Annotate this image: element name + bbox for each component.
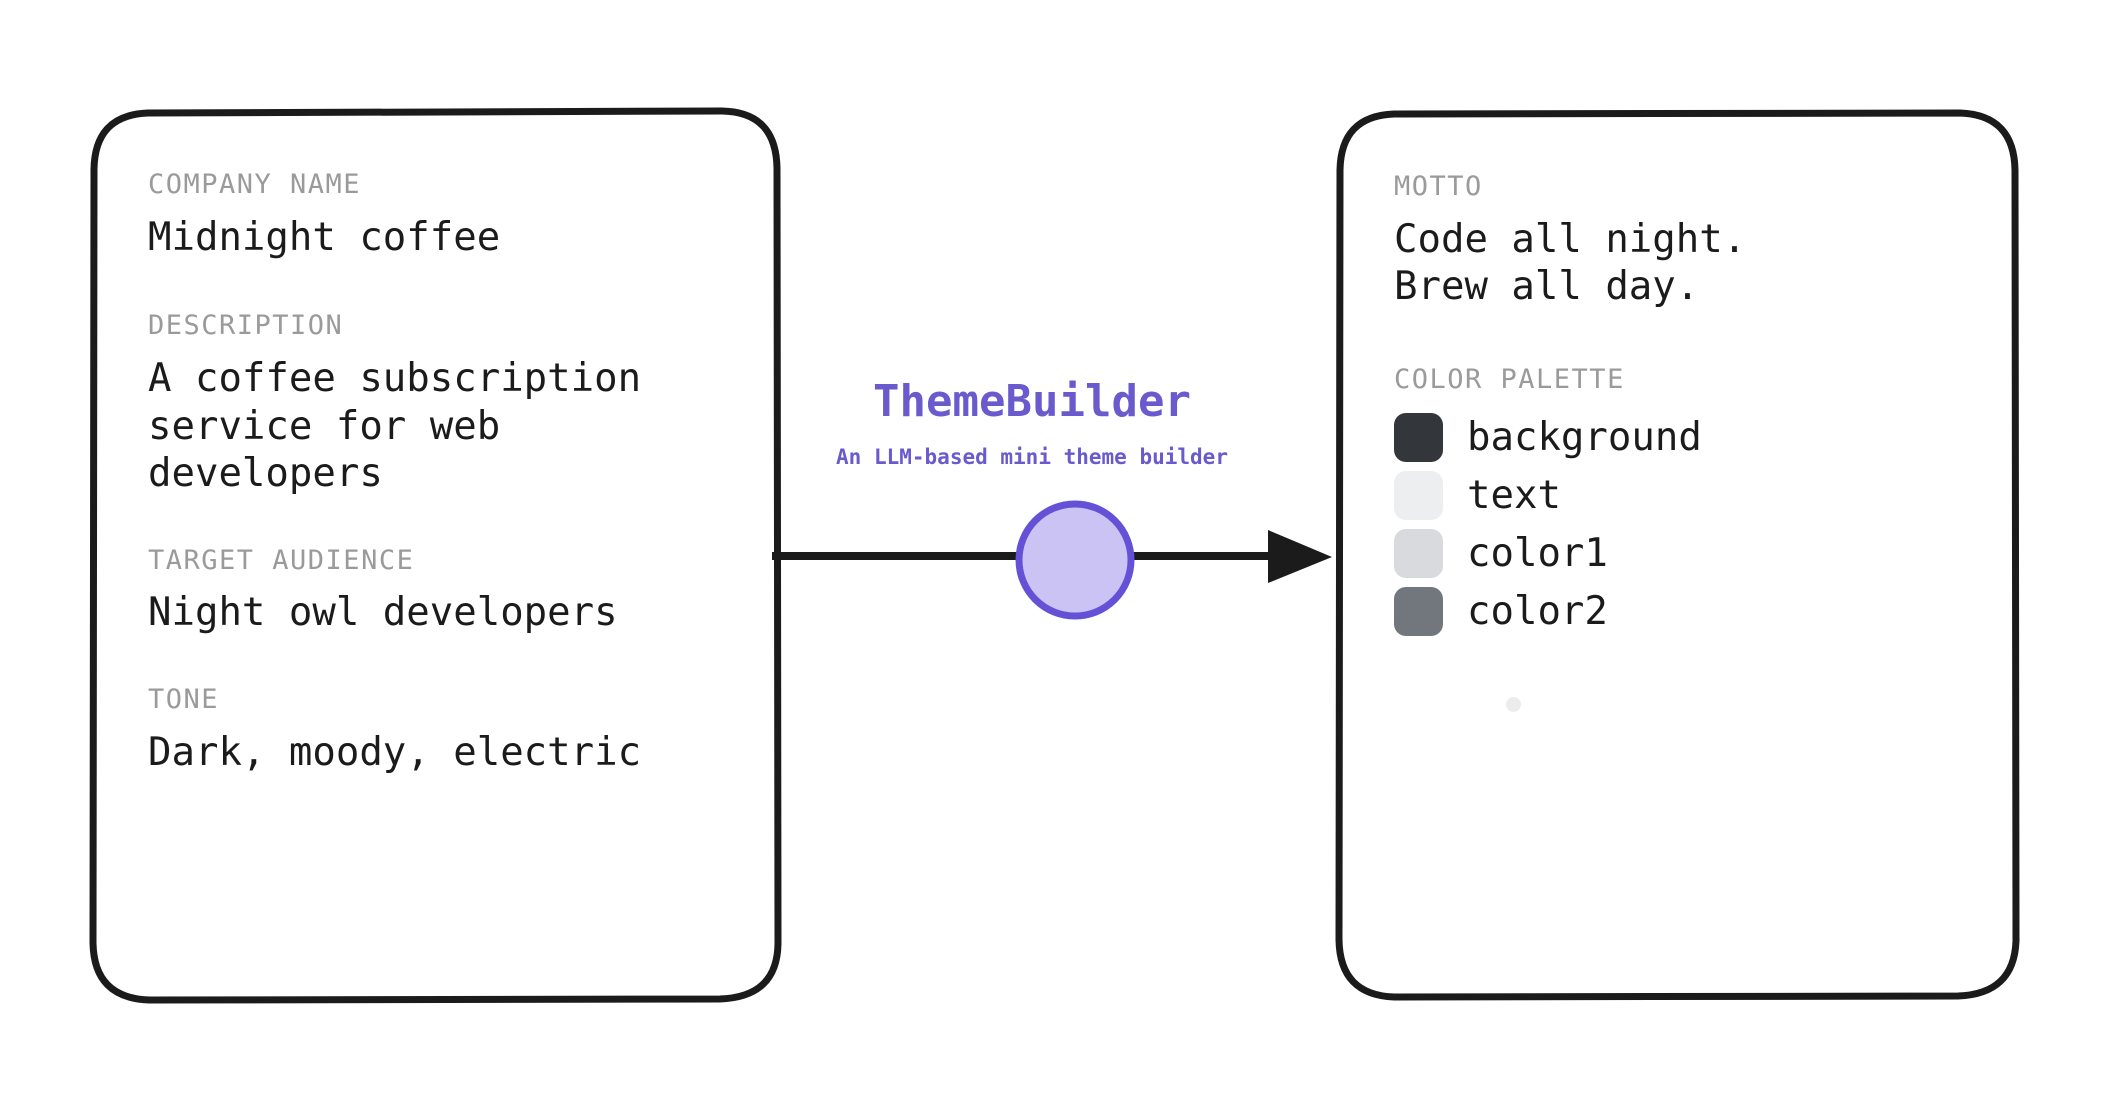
field-value: Dark, moody, electric — [148, 729, 642, 775]
field-tone: TONE Dark, moody, electric — [148, 685, 734, 776]
palette-row[interactable]: color1 — [1394, 525, 1972, 583]
input-card: COMPANY NAME Midnight coffee DESCRIPTION… — [89, 107, 782, 1004]
field-description: DESCRIPTION A coffee subscription servic… — [148, 311, 734, 497]
brand-subtitle: An LLM-based mini theme builder — [836, 445, 1228, 470]
process-node-circle — [1015, 500, 1135, 620]
brand-title: ThemeBuilder — [873, 376, 1191, 427]
field-target-audience: TARGET AUDIENCE Night owl developers — [148, 544, 734, 637]
field-motto: MOTTO Code all night. Brew all day. — [1394, 172, 1972, 311]
color-swatch[interactable] — [1394, 471, 1443, 521]
palette-row[interactable]: background — [1394, 409, 1972, 467]
field-value: Midnight coffee — [148, 214, 501, 260]
swatch-label: color2 — [1467, 589, 1608, 635]
arrow-head-icon — [1268, 530, 1332, 583]
field-value: Night owl developers — [148, 590, 618, 636]
brand-block: ThemeBuilder An LLM-based mini theme bui… — [782, 376, 1282, 470]
color-swatch[interactable] — [1394, 413, 1443, 463]
field-label: MOTTO — [1394, 171, 1483, 202]
field-value: Code all night. Brew all day. — [1394, 216, 1747, 310]
palette-row[interactable]: text — [1394, 467, 1972, 525]
color-swatch[interactable] — [1394, 529, 1443, 579]
output-card: MOTTO Code all night. Brew all day. COLO… — [1335, 109, 2020, 1001]
field-color-palette: COLOR PALETTE background text color1 col… — [1394, 365, 1972, 712]
field-label: DESCRIPTION — [148, 310, 344, 342]
field-value: A coffee subscription service for web de… — [148, 355, 642, 497]
field-label: TONE — [148, 683, 220, 715]
node-circle-shape — [1015, 500, 1135, 620]
field-label: COMPANY NAME — [148, 169, 362, 200]
field-label: TARGET AUDIENCE — [148, 544, 415, 576]
swatch-label: text — [1467, 473, 1561, 519]
swatch-label: background — [1467, 415, 1702, 461]
field-label: COLOR PALETTE — [1394, 363, 1625, 395]
palette-list: background text color1 color2 — [1394, 409, 1972, 641]
field-company-name: COMPANY NAME Midnight coffee — [148, 170, 734, 261]
palette-row[interactable]: color2 — [1394, 583, 1972, 641]
color-swatch[interactable] — [1394, 587, 1443, 637]
swatch-label: color1 — [1467, 531, 1608, 577]
palette-more-dot — [1506, 696, 1521, 712]
